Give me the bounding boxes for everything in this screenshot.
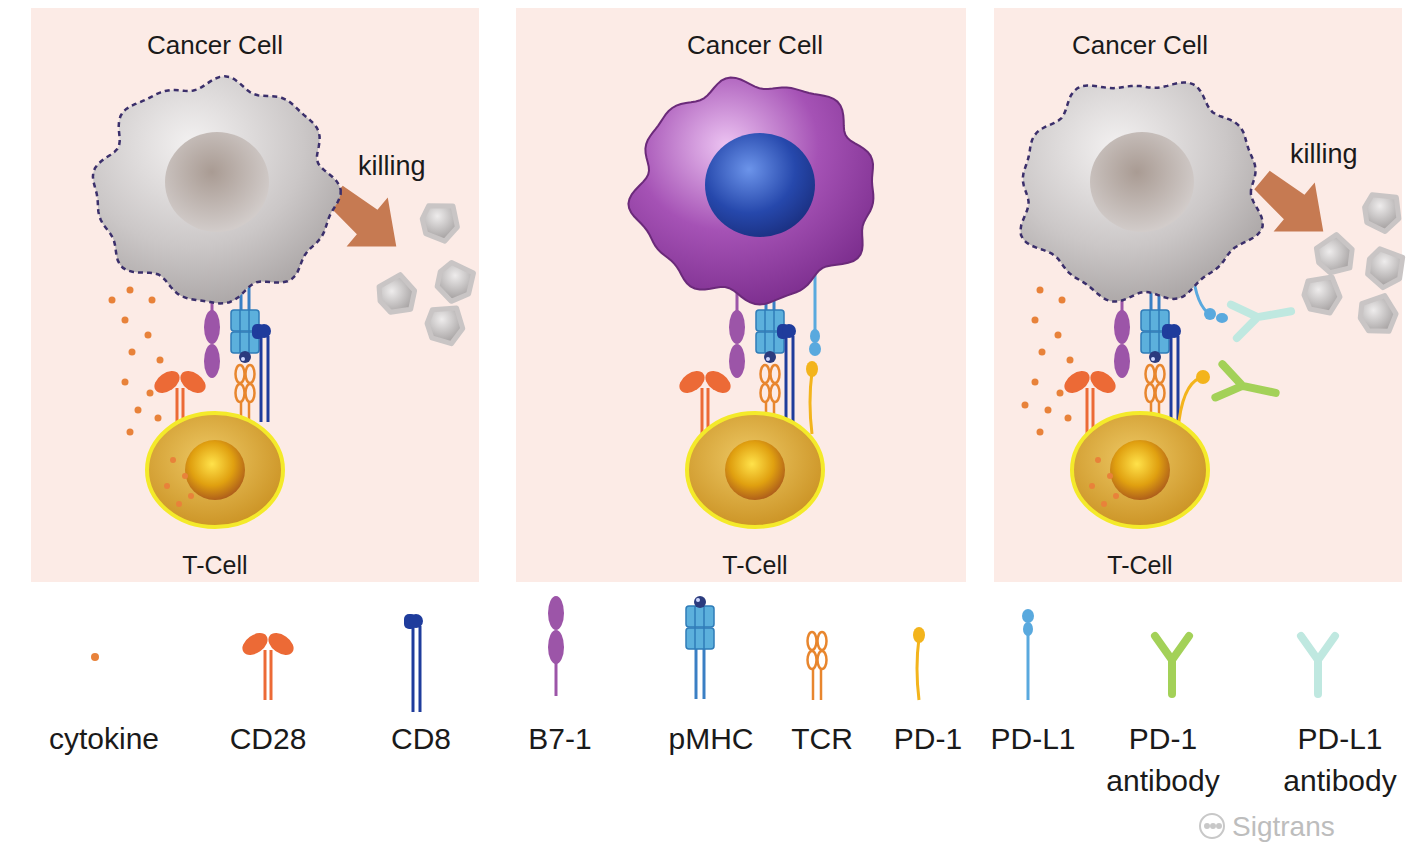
cell-fragments (1304, 190, 1410, 336)
legend-label: cytokine (49, 718, 159, 760)
cell-fragments (374, 201, 480, 344)
cytokine-sample (91, 653, 99, 661)
b7-1-sample (548, 596, 564, 696)
legend-label: B7-1 (528, 718, 591, 760)
cell-name: T-Cell (182, 550, 247, 580)
pd-1-symbol (1178, 378, 1200, 430)
cytokine-dots (1022, 287, 1074, 436)
cell-name: Cancer Cell (687, 30, 823, 61)
action-label: killing (1290, 138, 1358, 170)
pd-1-symbol (806, 361, 818, 434)
cancer-cell: Cancer Cell (85, 30, 345, 305)
pd-1-symbol (1196, 370, 1210, 384)
legend-label: PD-L1 (990, 718, 1075, 760)
cell-name: T-Cell (722, 550, 787, 580)
pd-l1-antibody-symbol (1231, 294, 1294, 338)
pd-1-antibody-symbol (1215, 364, 1279, 409)
cell-name: Cancer Cell (147, 30, 283, 61)
panel-background (31, 8, 479, 582)
pd-l1-symbol (1204, 308, 1216, 320)
panel-background (516, 8, 966, 582)
legend-label: PD-1 (894, 718, 962, 760)
t-cell: T-Cell (1060, 408, 1220, 580)
cell-name: T-Cell (1107, 550, 1172, 580)
cell-outline (625, 30, 885, 305)
legend-label: PD-1 antibody (1088, 718, 1238, 802)
tcr-sample (808, 632, 827, 700)
watermark: Sigtrans (1232, 810, 1335, 844)
cell-outline (1010, 30, 1270, 305)
watermark-logo (1200, 814, 1224, 838)
t-cell: T-Cell (135, 408, 295, 580)
cell-name: Cancer Cell (1072, 30, 1208, 61)
cancer-cell: Cancer Cell (625, 30, 885, 305)
action-label: killing (358, 150, 426, 182)
legend-label: TCR (791, 718, 853, 760)
legend-label: PD-L1 antibody (1265, 718, 1415, 802)
legend-label: CD28 (230, 718, 307, 760)
pd-1-antibody-sample (1155, 636, 1189, 694)
cd28-sample (238, 629, 297, 700)
cell-outline (85, 30, 345, 305)
pd-l1-symbol (1216, 313, 1228, 323)
panel-background (994, 8, 1402, 582)
pd-1-sample (913, 627, 925, 700)
cytokine-dots (109, 287, 164, 436)
pd-l1-antibody-sample (1301, 636, 1335, 694)
legend-label: pMHC (668, 718, 753, 760)
legend-label: CD8 (391, 718, 451, 760)
pmhc-sample (686, 596, 714, 699)
pd-l1-sample (1022, 609, 1034, 700)
cd8-sample (404, 614, 423, 712)
t-cell: T-Cell (675, 408, 835, 580)
cancer-cell: Cancer Cell (1010, 30, 1270, 305)
